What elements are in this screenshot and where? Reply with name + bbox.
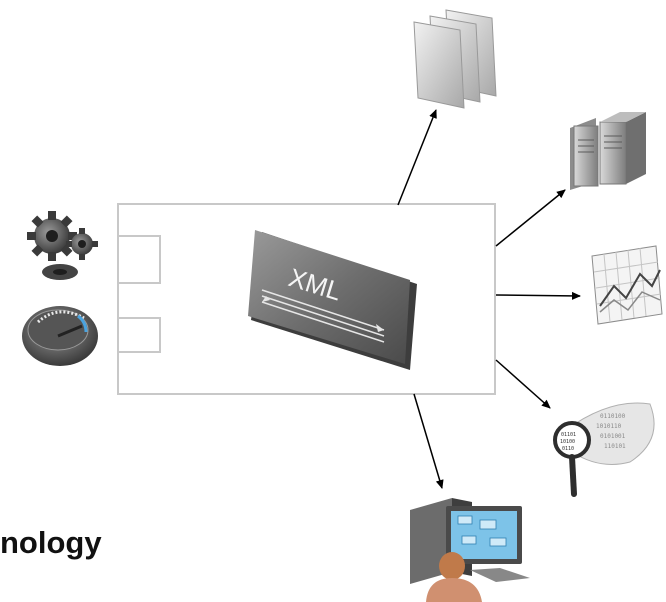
arrow-to-documents — [397, 109, 437, 206]
svg-text:110101: 110101 — [604, 443, 626, 450]
arrow-to-workstation — [413, 393, 444, 489]
xml-panel-icon: XML — [248, 230, 417, 370]
documents-icon — [413, 9, 497, 109]
input-connector-top — [118, 235, 161, 284]
svg-text:01101: 01101 — [561, 432, 576, 438]
arrow-to-search — [495, 359, 551, 409]
svg-text:1010110: 1010110 — [596, 423, 622, 430]
svg-text:0110100: 0110100 — [600, 413, 626, 420]
output-arrows — [397, 109, 581, 489]
chart-icon — [591, 245, 663, 325]
servers-icon — [570, 112, 646, 190]
gears-icon — [27, 211, 98, 280]
page-title-fragment: nology — [0, 525, 102, 560]
svg-text:0101001: 0101001 — [600, 433, 626, 440]
binary-search-icon: 0110100 1010110 0101001 110101 01101 101… — [553, 402, 655, 497]
svg-text:0110: 0110 — [562, 446, 574, 452]
svg-text:10100: 10100 — [560, 439, 575, 445]
arrow-to-servers — [495, 189, 566, 247]
workstation-user-icon — [410, 498, 530, 602]
arrow-to-chart — [495, 291, 581, 300]
input-connector-bottom — [118, 317, 161, 353]
speedometer-icon — [22, 306, 98, 366]
